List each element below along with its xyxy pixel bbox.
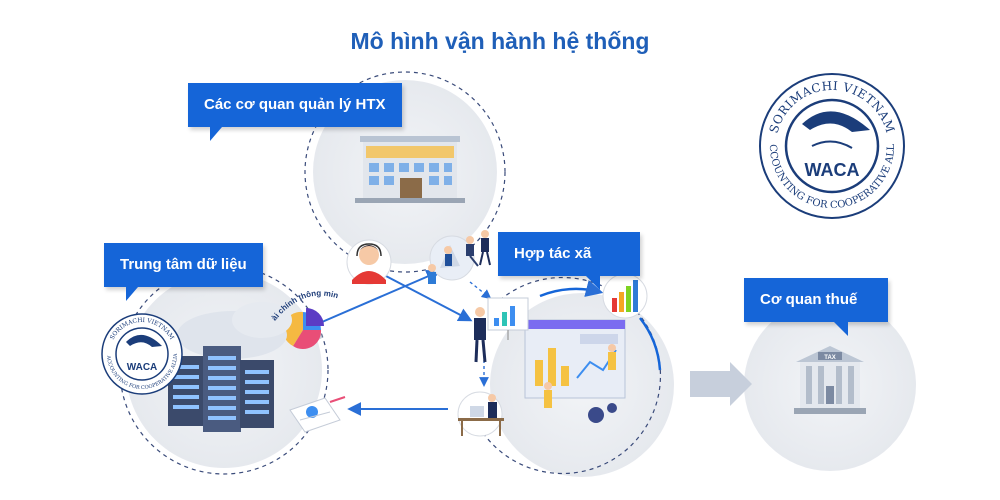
tax-building-sign: TAX bbox=[824, 355, 836, 361]
svg-text:SORIMACHI VIETNAM: SORIMACHI VIETNAM bbox=[767, 79, 898, 135]
node-label-htx-agency: Các cơ quan quản lý HTX bbox=[188, 83, 402, 141]
receptionist-avatar-icon bbox=[346, 239, 392, 285]
arrow-to-tax-icon bbox=[690, 362, 752, 406]
diagram-title: Mô hình vận hành hệ thống bbox=[350, 28, 650, 54]
node-label-cooperative: Hợp tác xã bbox=[498, 232, 640, 290]
node-label-tax-agency: Cơ quan thuế bbox=[744, 278, 888, 336]
htx-agency-orbit bbox=[304, 71, 506, 273]
flow-arrow-data-to-htx bbox=[321, 270, 441, 323]
cooperative-orbit-accent-arrow bbox=[539, 279, 604, 298]
flow-arrow-meeting-to-chart bbox=[469, 281, 492, 300]
growth-chart-icon bbox=[602, 273, 648, 319]
tax-building-icon bbox=[794, 346, 866, 414]
logo-org-text: SORIMACHI VIETNAM bbox=[767, 79, 897, 135]
cooperative-person-icon bbox=[544, 344, 616, 408]
waca-logo-small: SORIMACHI VIETNAM WEB ACCOUNTING FOR COO… bbox=[0, 0, 183, 395]
business-people-icon bbox=[428, 230, 491, 284]
desk-worker-icon bbox=[457, 391, 504, 437]
office-building-icon bbox=[355, 136, 465, 203]
cooperative-orbit bbox=[469, 276, 662, 475]
meeting-team-icon bbox=[429, 235, 479, 281]
flow-arrow-htx-to-coop bbox=[383, 274, 473, 322]
node-label-data-center: Trung tâm dữ liệu bbox=[104, 243, 263, 301]
server-cloud-icon bbox=[168, 302, 292, 432]
logo-name-text: WACA bbox=[805, 160, 860, 180]
report-document-icon bbox=[289, 396, 346, 433]
presenter-chart-icon bbox=[474, 297, 529, 363]
logo-small-name-text: WACA bbox=[127, 362, 158, 373]
cooperative-orbit-accent bbox=[639, 317, 662, 371]
